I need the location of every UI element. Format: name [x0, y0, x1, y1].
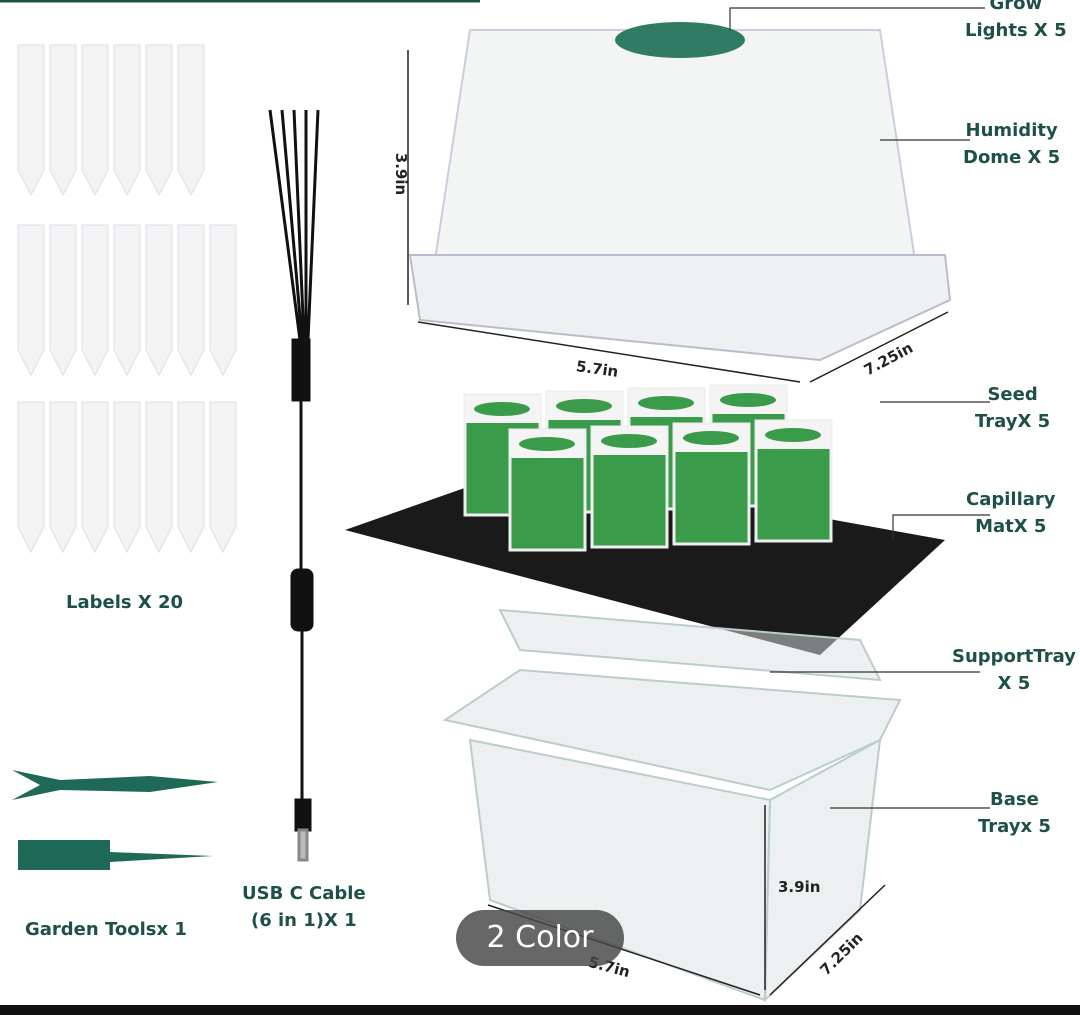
plant-label-stake [81, 401, 109, 554]
plant-label-stake [177, 401, 205, 554]
label-line: Capillary [966, 489, 1056, 510]
plant-labels-illustration [17, 44, 237, 554]
seed-cell [590, 425, 669, 549]
label-line: Grow [989, 0, 1043, 14]
dim-base-height: 3.9in [778, 878, 821, 896]
seed-cell [754, 419, 833, 543]
plant-label-stake [81, 44, 109, 197]
plant-label-stake [209, 224, 237, 377]
leader-lines [729, 7, 990, 809]
plant-label-stake [145, 44, 173, 197]
label-line: MatX 5 [975, 516, 1047, 537]
base-tray-illustration [442, 608, 902, 1003]
plant-label-stake [49, 401, 77, 554]
dim-dome-height: 3.9in [392, 152, 411, 196]
plant-label-stake [113, 44, 141, 197]
plant-label-stake [113, 224, 141, 377]
usb-cable-illustration [268, 109, 320, 862]
label-line: Humidity [965, 120, 1058, 141]
plant-label-stake [17, 401, 45, 554]
plant-label-stake [17, 44, 45, 197]
plant-label-stake [113, 401, 141, 554]
label-line: SupportTray [952, 646, 1076, 667]
label-line: Lights X 5 [965, 20, 1067, 41]
plant-label-stake [81, 224, 109, 377]
plant-label-stake [49, 224, 77, 377]
plant-label-stake [177, 224, 205, 377]
seed-cell [672, 422, 751, 546]
label-line: Base [990, 789, 1039, 810]
humidity-dome-illustration [407, 22, 952, 383]
label-plant-labels: Labels X 20 [66, 592, 184, 613]
label-line: Seed [987, 384, 1038, 405]
label-support-tray: SupportTray X 5 [952, 643, 1076, 697]
label-line: Dome X 5 [963, 147, 1061, 168]
color-count-badge[interactable]: 2 Color [456, 910, 624, 966]
plant-label-stake [177, 44, 205, 197]
label-usb-cable: USB C Cable (6 in 1)X 1 [242, 880, 366, 934]
seed-cell [463, 393, 542, 517]
plant-label-stake [209, 401, 237, 554]
plant-label-stake [17, 224, 45, 377]
label-garden-tools: Garden Toolsx 1 [25, 919, 187, 940]
label-line: TrayX 5 [975, 411, 1051, 432]
seed-tray-illustration [345, 384, 945, 655]
plant-label-stake [145, 224, 173, 377]
label-line: (6 in 1)X 1 [250, 910, 357, 931]
seed-cell [508, 428, 587, 552]
plant-label-stake [49, 44, 77, 197]
label-line: USB C Cable [242, 883, 366, 904]
garden-tools-illustration [12, 770, 218, 870]
plant-label-stake [145, 401, 173, 554]
label-line: Trayx 5 [978, 816, 1051, 837]
bottom-bar [0, 1005, 1080, 1015]
label-line: X 5 [997, 673, 1031, 694]
